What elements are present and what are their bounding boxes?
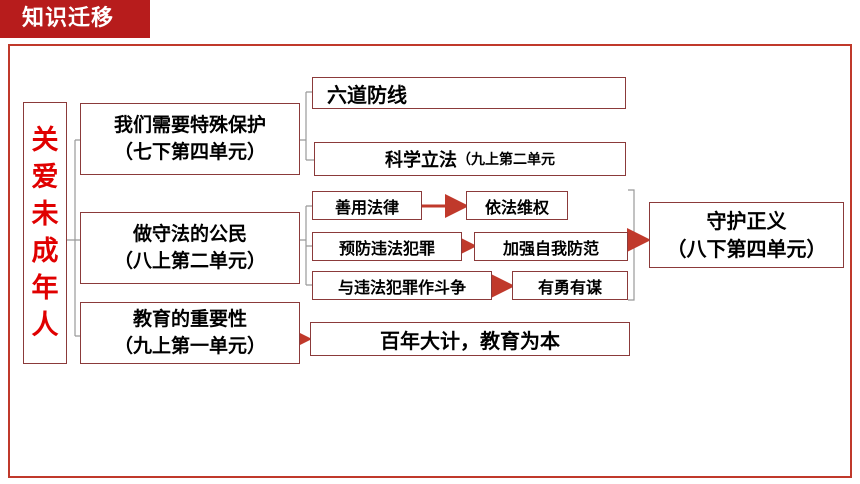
root-char: 爱 <box>31 162 59 193</box>
node-prevent-crime: 预防违法犯罪 <box>312 232 462 261</box>
root-node: 关 爱 未 成 年 人 <box>23 102 67 364</box>
node-education-foundation: 百年大计，教育为本 <box>310 322 630 356</box>
node-text: 依法维权 <box>484 197 549 217</box>
node-text: 百年大计，教育为本 <box>380 328 560 353</box>
node-text: 六道防线 <box>327 82 407 107</box>
node-text: 加强自我防范 <box>502 238 599 258</box>
branch-title: 做守法的公民 <box>132 223 247 245</box>
node-brave-and-wise: 有勇有谋 <box>512 271 628 300</box>
branch-unit: （八上第二单元） <box>113 250 266 272</box>
content-frame <box>8 44 852 478</box>
branch2-connector <box>300 205 312 286</box>
result-connector <box>628 189 640 301</box>
node-note: （九上第二单元 <box>457 152 555 168</box>
branch-law-abiding-citizen: 做守法的公民 （八上第二单元） <box>80 212 300 284</box>
node-six-lines-of-defense: 六道防线 <box>312 77 626 109</box>
branch-title: 教育的重要性 <box>132 308 247 330</box>
root-char: 未 <box>31 199 59 230</box>
node-defend-rights-by-law: 依法维权 <box>466 191 568 220</box>
branch-education-importance: 教育的重要性 （九上第一单元） <box>80 302 300 364</box>
root-char: 人 <box>31 310 59 341</box>
node-fight-crime: 与违法犯罪作斗争 <box>312 271 492 300</box>
root-char: 成 <box>31 236 59 267</box>
node-text: 科学立法 <box>385 150 457 171</box>
branch1-connector <box>300 91 314 161</box>
node-title: 守护正义 <box>706 209 787 233</box>
branch-special-protection: 我们需要特殊保护 （七下第四单元） <box>80 103 300 175</box>
node-text: 与违法犯罪作斗争 <box>337 277 466 297</box>
node-guard-justice: 守护正义 （八下第四单元） <box>649 202 844 268</box>
branch-unit: （七下第四单元） <box>113 141 266 163</box>
node-use-law-well: 善用法律 <box>312 191 422 220</box>
branch-unit: （九上第一单元） <box>113 335 266 357</box>
node-text: 预防违法犯罪 <box>338 238 435 258</box>
node-unit: （八下第四单元） <box>666 237 827 261</box>
node-strengthen-self-protection: 加强自我防范 <box>474 232 628 261</box>
root-char: 关 <box>31 125 59 156</box>
root-char: 年 <box>31 273 59 304</box>
node-text: 善用法律 <box>334 197 399 217</box>
branch-title: 我们需要特殊保护 <box>113 114 266 136</box>
section-tag: 知识迁移 <box>0 0 150 38</box>
node-text: 有勇有谋 <box>537 277 602 297</box>
node-scientific-legislation: 科学立法 （九上第二单元 <box>314 142 626 176</box>
root-connector <box>67 139 80 337</box>
